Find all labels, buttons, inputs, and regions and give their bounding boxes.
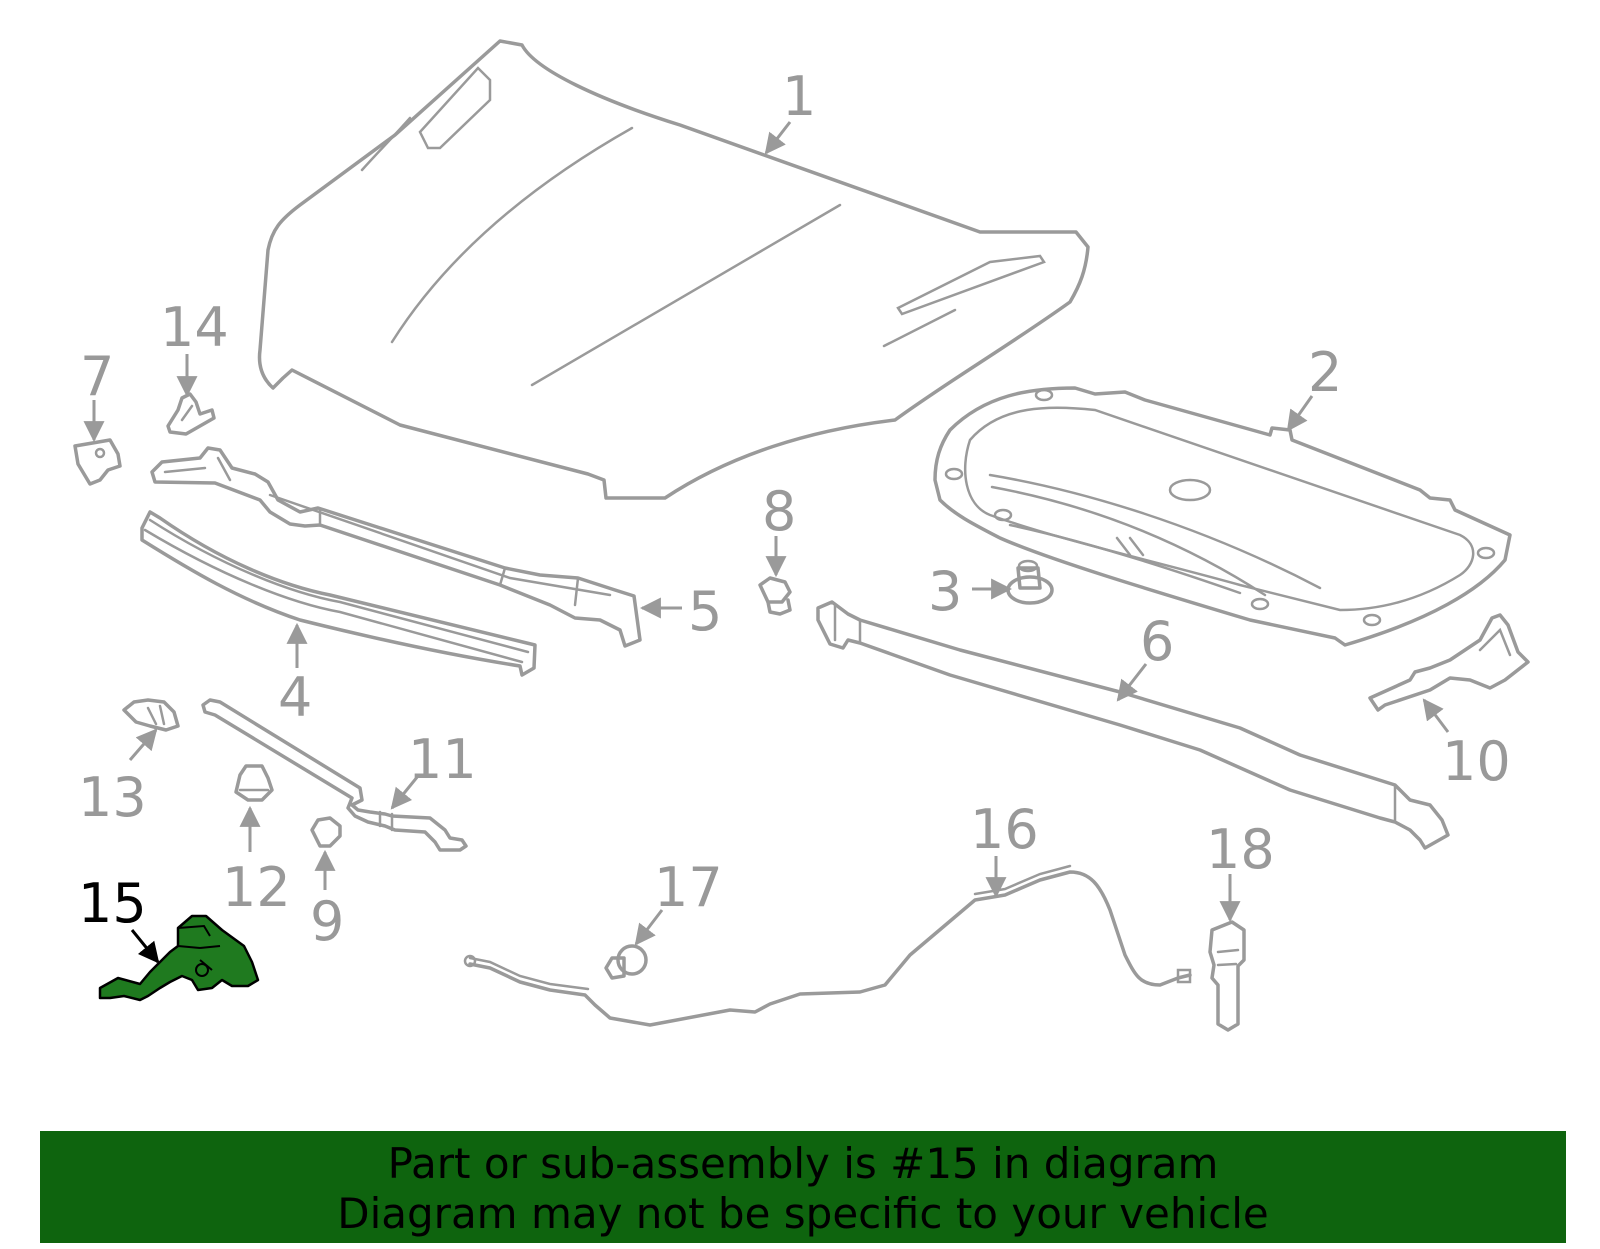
callout-group-9: 9 <box>310 849 344 953</box>
callout-12: 12 <box>222 856 291 919</box>
callout-8: 8 <box>762 480 796 543</box>
callout-group-18: 18 <box>1206 818 1275 923</box>
part-3-clip[interactable] <box>1006 559 1054 605</box>
part-7-bracket[interactable] <box>73 438 122 486</box>
callout-group-10: 10 <box>1422 698 1511 793</box>
callout-13: 13 <box>78 766 147 829</box>
callout-17: 17 <box>654 856 723 919</box>
callout-group-5: 5 <box>639 580 722 643</box>
callout-3: 3 <box>928 560 962 623</box>
callout-group-14: 14 <box>160 296 229 398</box>
banner-line-1: Part or sub-assembly is #15 in diagram <box>387 1139 1219 1188</box>
callout-group-7: 7 <box>80 345 114 443</box>
callout-group-3: 3 <box>928 560 1013 623</box>
part-2-insulator[interactable] <box>933 386 1512 647</box>
banner-line-2: Diagram may not be specific to your vehi… <box>337 1189 1269 1238</box>
callout-16: 16 <box>970 798 1039 861</box>
callout-2: 2 <box>1308 341 1342 404</box>
part-12-bumper[interactable] <box>234 764 274 802</box>
callout-18: 18 <box>1206 818 1275 881</box>
callout-10: 10 <box>1442 730 1511 793</box>
callout-1: 1 <box>782 65 816 128</box>
part-4-weatherstrip[interactable] <box>140 510 537 677</box>
part-16-cable[interactable] <box>463 864 1192 1027</box>
callout-6: 6 <box>1140 610 1174 673</box>
callout-group-6: 6 <box>1116 610 1174 702</box>
part-13-clip[interactable] <box>122 698 180 732</box>
part-8-bumper[interactable] <box>758 576 792 616</box>
callout-group-1: 1 <box>764 65 816 155</box>
callout-group-2: 2 <box>1286 341 1342 432</box>
callout-15: 15 <box>78 872 147 935</box>
callout-group-13: 13 <box>78 728 158 829</box>
part-10-bracket[interactable] <box>1368 613 1530 712</box>
callout-14: 14 <box>160 296 229 359</box>
part-17-bolt[interactable] <box>604 944 648 980</box>
callout-group-12: 12 <box>222 805 291 919</box>
callout-9: 9 <box>310 890 344 953</box>
callout-7: 7 <box>80 345 114 408</box>
callout-group-16: 16 <box>970 798 1039 899</box>
part-15-latch[interactable] <box>98 914 260 1002</box>
part-1-hood[interactable] <box>257 39 1090 500</box>
callout-5: 5 <box>688 580 722 643</box>
part-11-prop-rod[interactable] <box>201 698 468 852</box>
part-9-bumper[interactable] <box>310 816 342 848</box>
callout-group-8: 8 <box>762 480 796 578</box>
part-14-clip[interactable] <box>166 392 216 436</box>
callout-4: 4 <box>278 666 312 729</box>
callout-group-4: 4 <box>278 622 312 729</box>
callout-group-17: 17 <box>634 856 723 946</box>
callout-group-11: 11 <box>390 728 477 810</box>
part-5-seal[interactable] <box>150 446 642 648</box>
callout-group-15: 15 <box>78 872 160 964</box>
part-18-striker[interactable] <box>1208 920 1246 1032</box>
part-6-seal[interactable] <box>816 600 1450 850</box>
callout-11: 11 <box>408 728 477 791</box>
info-banner: Part or sub-assembly is #15 in diagram D… <box>40 1131 1566 1243</box>
